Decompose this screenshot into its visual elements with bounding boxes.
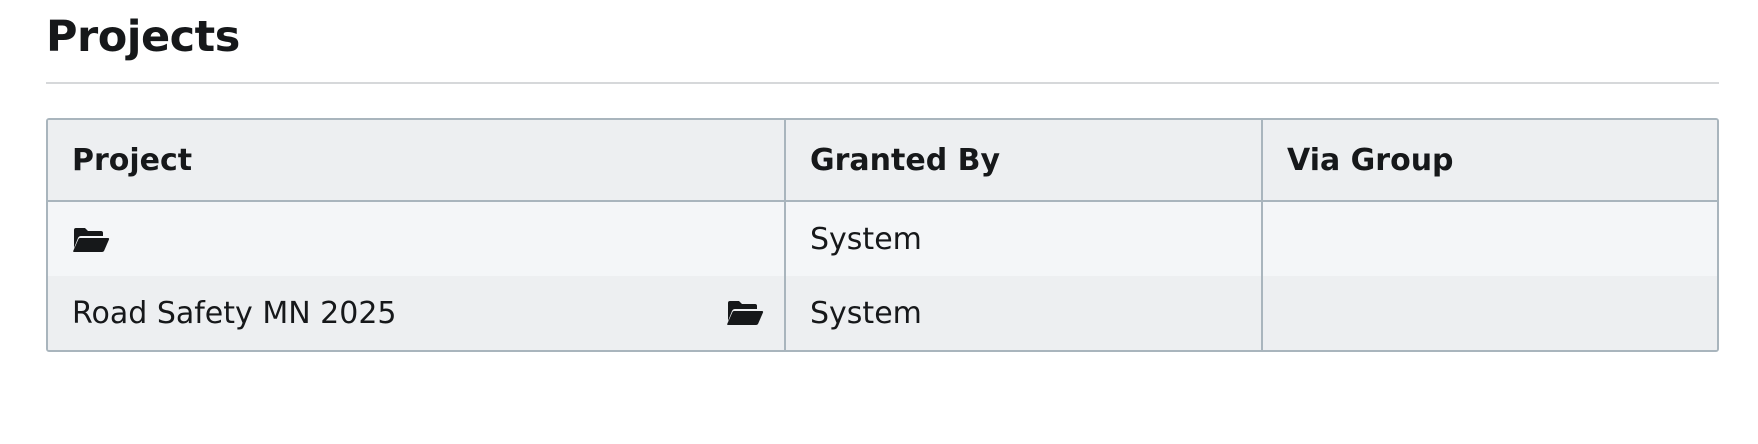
folder-open-icon[interactable]: [726, 299, 764, 327]
column-header-granted-by[interactable]: Granted By: [784, 120, 1262, 202]
granted-by-cell: System: [784, 276, 1262, 350]
projects-table: Project Granted By Via Group: [48, 120, 1717, 350]
project-name[interactable]: Road Safety MN 2025: [72, 296, 397, 331]
via-group-cell: [1261, 276, 1717, 350]
via-group-cell: [1261, 201, 1717, 276]
page-title: Projects: [46, 12, 240, 62]
projects-page: Projects Project Granted By Via Group: [46, 0, 1719, 352]
column-header-via-group[interactable]: Via Group: [1261, 120, 1717, 202]
granted-by-cell: System: [784, 201, 1262, 276]
column-header-project[interactable]: Project: [48, 120, 785, 202]
table-row: System: [48, 201, 1717, 276]
folder-open-icon[interactable]: [72, 226, 110, 254]
table-row: Road Safety MN 2025 System: [48, 276, 1717, 350]
title-divider: [46, 82, 1719, 84]
project-cell: [48, 201, 785, 276]
project-cell: Road Safety MN 2025: [48, 276, 785, 350]
projects-table-container: Project Granted By Via Group: [46, 118, 1719, 352]
table-header-row: Project Granted By Via Group: [48, 120, 1717, 202]
